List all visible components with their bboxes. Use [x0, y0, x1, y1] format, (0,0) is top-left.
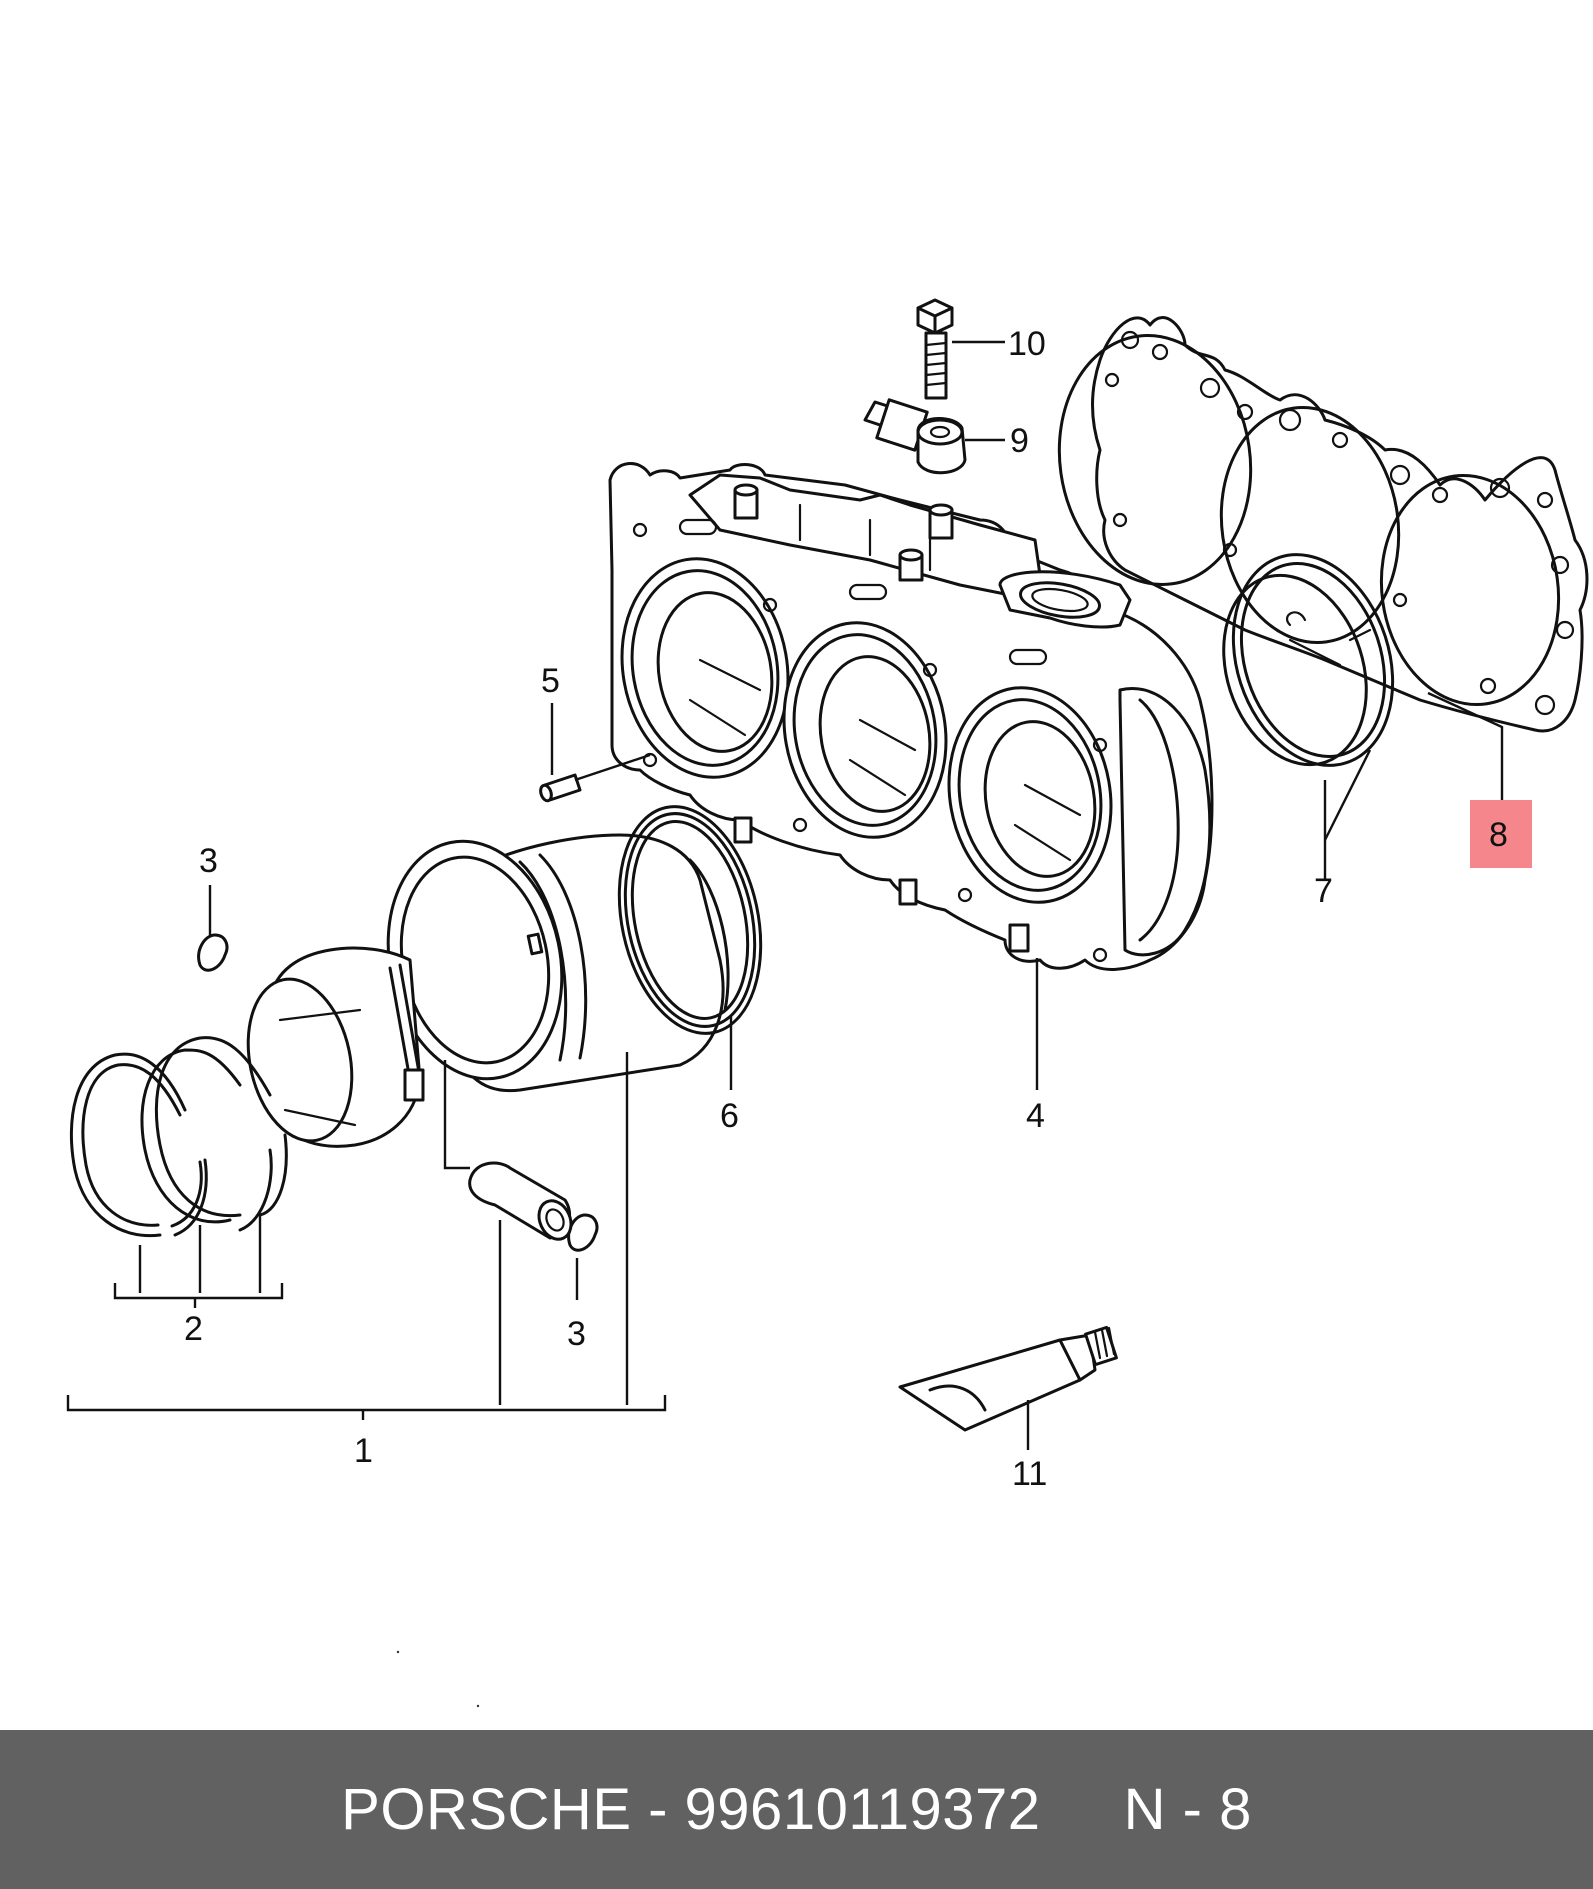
- callout-labels: 10 9 5 8 7 4 6 3 3 2 1 11: [184, 325, 1508, 1493]
- callout-4: 4: [1026, 1097, 1045, 1135]
- caption-bar: PORSCHE - 99610119372 N - 8: [0, 1730, 1593, 1889]
- piston-illustration: [246, 946, 425, 1148]
- liner-seal-ring-illustration: [617, 805, 763, 1035]
- cylinder-housing-illustration: [608, 462, 1214, 971]
- callout-2: 2: [184, 1310, 203, 1348]
- knock-sensor-illustration: [863, 398, 967, 475]
- parts-diagram: 10 9 5 8 7 4 6 3 3 2 1 11: [66, 298, 1589, 1708]
- piston-rings-illustration: [69, 1036, 288, 1238]
- callout-9: 9: [1010, 422, 1029, 460]
- callout-7: 7: [1314, 872, 1333, 910]
- o-rings-illustration: [1222, 553, 1395, 767]
- callout-5: 5: [541, 662, 560, 700]
- highlight-box-8: [1470, 800, 1532, 868]
- callout-3-bottom: 3: [567, 1315, 586, 1353]
- leader-lines: [66, 340, 1504, 1450]
- callout-1: 1: [354, 1432, 373, 1470]
- cylinder-liner-illustration: [386, 812, 757, 1093]
- part-number-caption: PORSCHE - 99610119372 N - 8: [341, 1777, 1252, 1842]
- callout-11: 11: [1012, 1455, 1047, 1493]
- callout-6: 6: [720, 1097, 739, 1135]
- dowel-pin-illustration: [539, 773, 582, 803]
- callout-10: 10: [1008, 325, 1046, 363]
- bolt-illustration: [916, 298, 954, 400]
- head-gasket-illustration: [1057, 316, 1589, 733]
- piston-pin-illustration: [468, 1161, 573, 1241]
- sealant-tube-illustration: [898, 1325, 1118, 1432]
- callout-3-top: 3: [199, 842, 218, 880]
- callout-8: 8: [1489, 816, 1508, 854]
